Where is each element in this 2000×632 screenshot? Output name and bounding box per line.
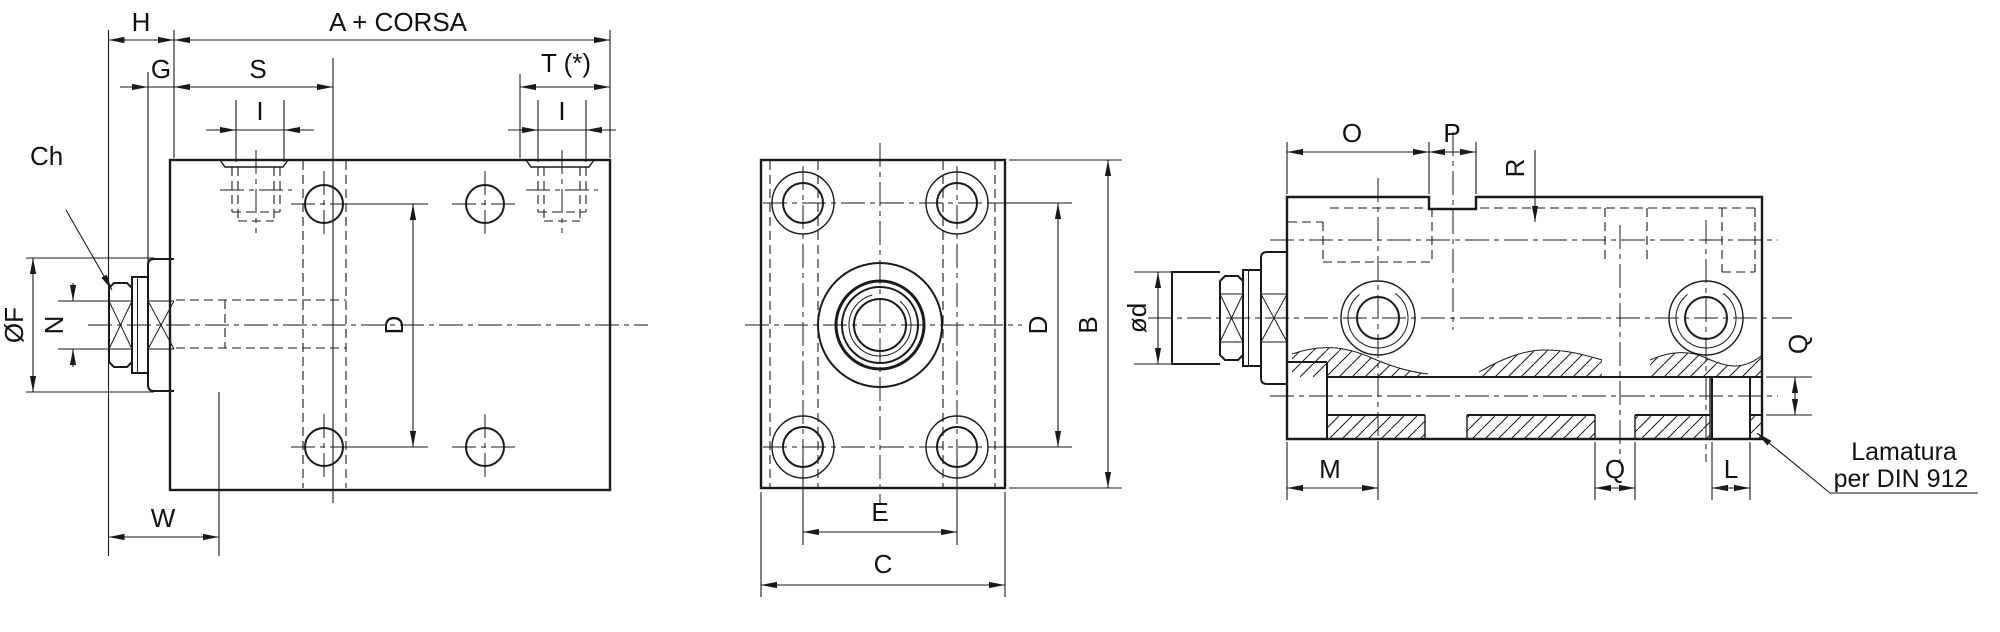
dim-label-c: C [874,549,893,579]
dim-label-h: H [132,7,151,37]
section-rod [1171,271,1220,365]
section-hatch-bottom [1327,377,1761,438]
side-thread-hole-left [220,150,292,233]
dim-label-i-right: I [558,96,565,126]
section-rod-nut [1219,275,1244,361]
dim-label-q-bottom: Q [1605,454,1625,484]
section-body-outline [1285,195,1764,441]
dim-label-l: L [1724,454,1738,484]
dim-label-o: O [1342,118,1362,148]
ch-leader-line [65,209,113,291]
front-view: E C D B [745,143,1122,597]
dim-label-d-side: D [379,316,409,335]
front-body-outline [759,158,1007,490]
dim-label-s: S [249,54,266,84]
note-leader-line [1756,432,1831,494]
section-view: O P R ød M Q L Q Lamatura per DIN 912 [1122,118,1978,500]
dim-label-a-corsa: A + CORSA [329,7,468,37]
dim-label-n: N [39,316,69,335]
dim-label-i-left: I [256,96,263,126]
dim-label-t: T (*) [541,48,591,78]
note-lamatura-line2: per DIN 912 [1834,465,1969,493]
dim-label-b: B [1073,316,1103,333]
dim-label-d-front: D [1023,316,1053,335]
side-top-notch-right [525,159,595,168]
dim-label-f: ØF [0,307,29,343]
dim-label-g: G [151,54,171,84]
section-gland-boss [1260,251,1288,385]
dim-label-od: ød [1122,303,1152,333]
side-top-notch-left [219,159,289,168]
dim-label-p: P [1443,118,1460,148]
note-lamatura-line1: Lamatura [1851,438,1957,466]
dim-label-e: E [871,497,888,527]
dim-label-w: W [151,503,176,533]
dim-label-r: R [1500,159,1530,178]
dim-label-ch: Ch [30,141,63,171]
side-view: H A + CORSA G S T (*) I I D ØF N W Ch [0,7,648,556]
section-hatch-mid [1291,347,1762,377]
dim-label-q-right: Q [1783,334,1813,354]
side-thread-hole-right [526,150,598,233]
dim-label-m: M [1319,454,1341,484]
